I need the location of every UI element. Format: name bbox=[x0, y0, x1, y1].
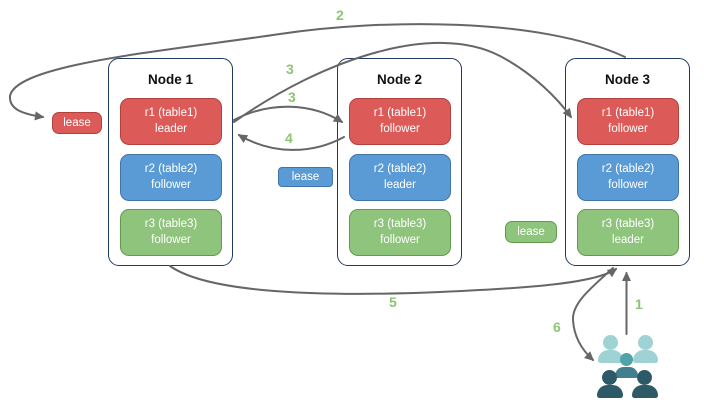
replica-box: r1 (table1) follower bbox=[349, 98, 451, 145]
user-icon bbox=[633, 350, 658, 363]
replica-name: r2 (table2) bbox=[601, 163, 655, 176]
replica-role: leader bbox=[612, 233, 644, 246]
arrow-step2-node3-to-lease bbox=[8, 23, 626, 121]
replica-name: r1 (table1) bbox=[144, 107, 198, 120]
replica-name: r3 (table3) bbox=[601, 218, 655, 231]
replica-role: follower bbox=[608, 178, 648, 191]
replica-role: follower bbox=[608, 122, 648, 135]
replica-role: leader bbox=[155, 122, 187, 135]
user-icon bbox=[638, 335, 653, 350]
node-2: Node 2 r1 (table1) follower r2 (table2) … bbox=[337, 58, 462, 266]
user-icon bbox=[597, 385, 623, 398]
replica-name: r1 (table1) bbox=[373, 107, 427, 120]
replica-box: r3 (table3) follower bbox=[349, 209, 451, 256]
node-title: Node 1 bbox=[147, 72, 193, 87]
step-label-3b: 3 bbox=[288, 89, 296, 105]
user-icon bbox=[602, 370, 617, 385]
replica-role: follower bbox=[151, 233, 191, 246]
replica-name: r1 (table1) bbox=[601, 107, 655, 120]
replica-box: r3 (table3) leader bbox=[577, 209, 679, 256]
replica-name: r2 (table2) bbox=[373, 163, 427, 176]
lease-chip-table3: lease bbox=[505, 221, 557, 243]
step-label-5: 5 bbox=[389, 294, 397, 310]
step-label-6: 6 bbox=[553, 319, 561, 335]
user-icon bbox=[615, 367, 638, 378]
replica-name: r3 (table3) bbox=[373, 218, 427, 231]
replica-name: r2 (table2) bbox=[144, 163, 198, 176]
replica-role: follower bbox=[380, 122, 420, 135]
user-icon bbox=[603, 335, 618, 350]
replica-role: follower bbox=[380, 233, 420, 246]
replica-box: r1 (table1) follower bbox=[577, 98, 679, 145]
users-group-icon bbox=[595, 334, 661, 398]
user-icon bbox=[632, 385, 658, 398]
step-label-4: 4 bbox=[285, 130, 293, 146]
lease-chip-table2: lease bbox=[278, 167, 333, 187]
arrow-step5-node1-to-node3 bbox=[169, 265, 618, 295]
replica-role: leader bbox=[384, 178, 416, 191]
replica-box: r3 (table3) follower bbox=[120, 209, 222, 256]
node-3: Node 3 r1 (table1) follower r2 (table2) … bbox=[565, 58, 690, 266]
arrow-step3-node1-to-node2 bbox=[233, 105, 344, 123]
lease-chip-table1: lease bbox=[52, 112, 102, 134]
step-label-3a: 3 bbox=[286, 61, 294, 77]
replica-box: r2 (table2) follower bbox=[577, 154, 679, 201]
replica-role: follower bbox=[151, 178, 191, 191]
user-icon bbox=[598, 350, 623, 363]
user-icon bbox=[620, 353, 633, 366]
node-1: Node 1 r1 (table1) leader r2 (table2) fo… bbox=[108, 58, 233, 266]
replica-box: r2 (table2) leader bbox=[349, 154, 451, 201]
step-label-2: 2 bbox=[336, 7, 344, 23]
step-label-1: 1 bbox=[635, 296, 643, 312]
user-icon bbox=[637, 370, 652, 385]
replica-box: r1 (table1) leader bbox=[120, 98, 222, 145]
node-title: Node 2 bbox=[376, 72, 422, 87]
node-title: Node 3 bbox=[604, 72, 650, 87]
replica-box: r2 (table2) follower bbox=[120, 154, 222, 201]
replica-name: r3 (table3) bbox=[144, 218, 198, 231]
